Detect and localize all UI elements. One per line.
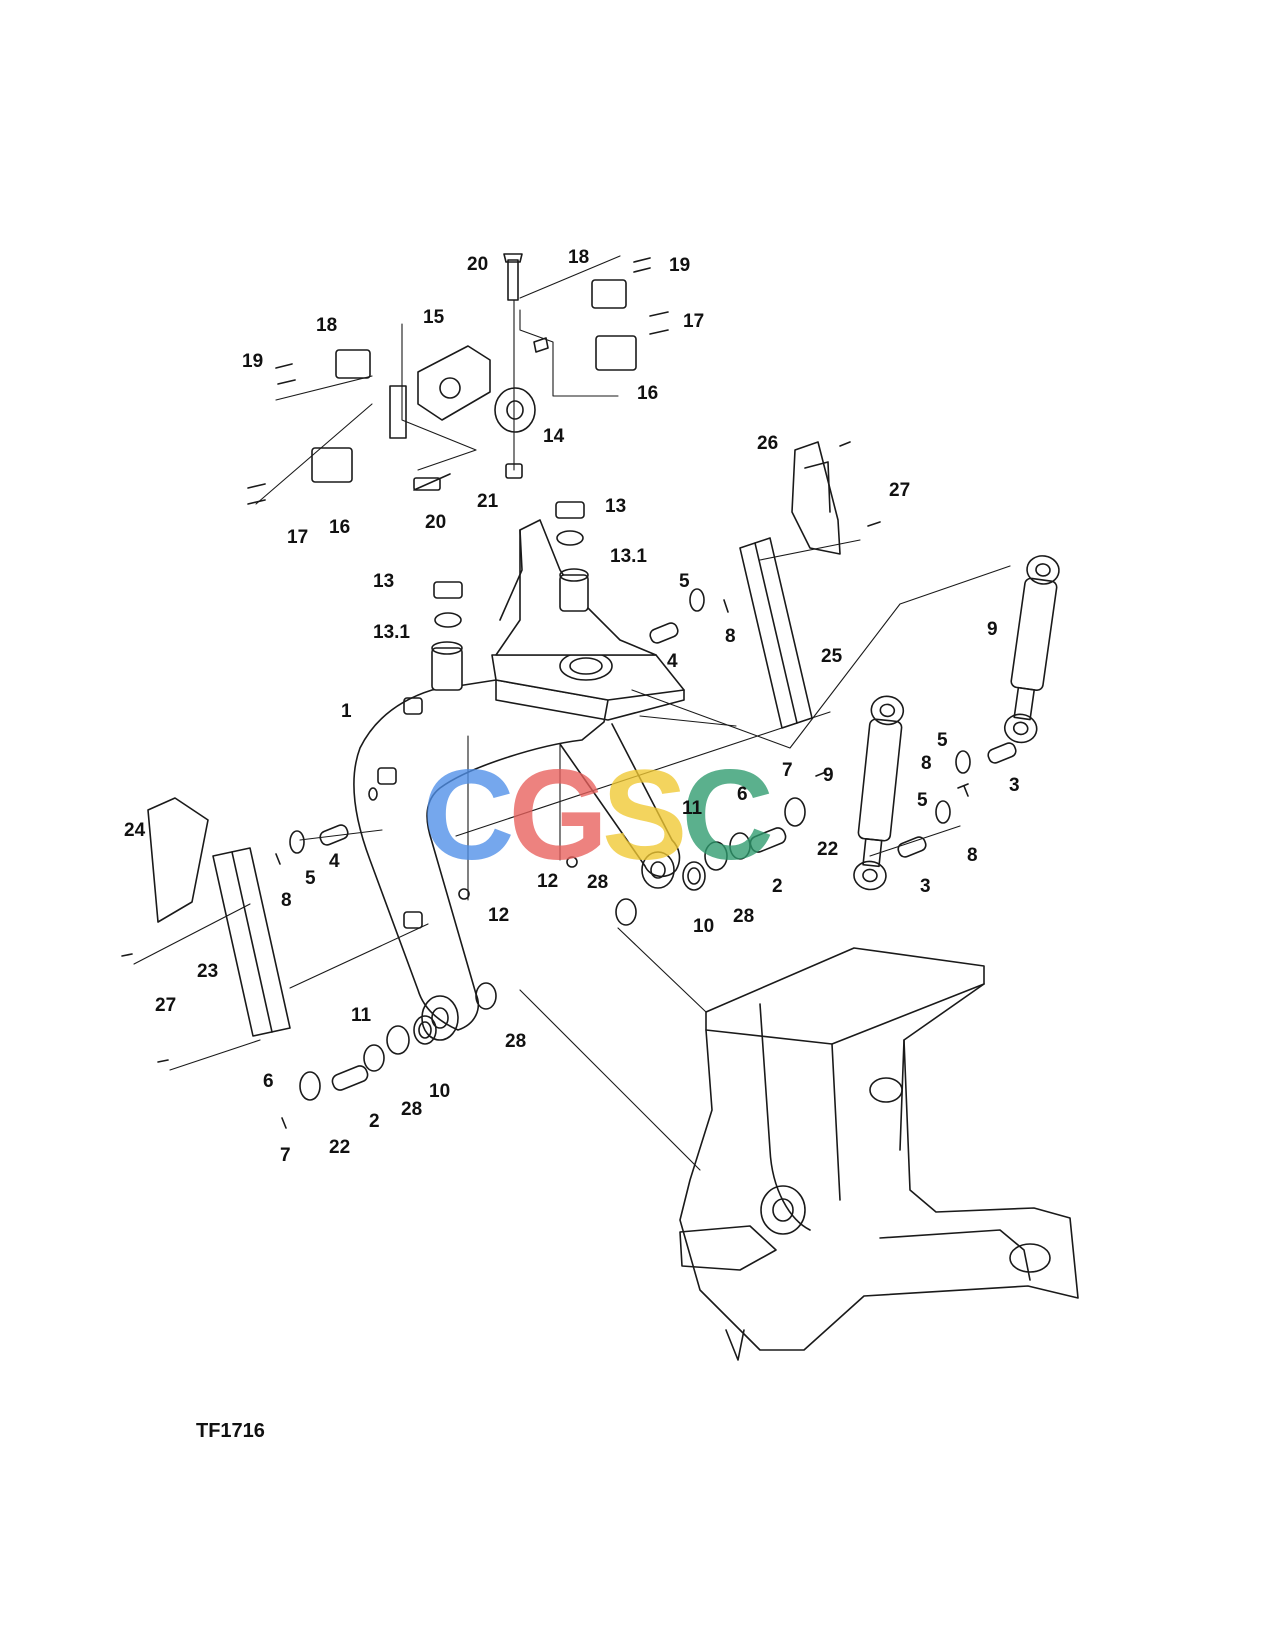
callout-20: 20: [425, 512, 447, 533]
pins-bushes-rings: [289, 588, 1017, 1101]
callout-5: 5: [937, 730, 948, 751]
callout-22: 22: [329, 1137, 351, 1158]
watermark-letter-2: G: [508, 744, 608, 887]
callout-3: 3: [1009, 775, 1020, 796]
callout-8: 8: [281, 890, 292, 911]
callout-5: 5: [917, 790, 928, 811]
callout-19: 19: [669, 255, 691, 276]
callout-10: 10: [693, 916, 715, 937]
callout-5: 5: [305, 868, 316, 889]
callout-11: 11: [351, 1005, 372, 1026]
callout-13: 13: [373, 571, 395, 592]
callout-23: 23: [197, 961, 219, 982]
callout-8: 8: [921, 753, 932, 774]
cgsc-watermark: CGSC: [422, 744, 774, 887]
callout-28: 28: [587, 872, 609, 893]
callout-13: 13: [605, 496, 627, 517]
callout-16: 16: [637, 383, 659, 404]
callout-17: 17: [287, 527, 309, 548]
callout-19: 19: [242, 351, 264, 372]
callout-13-1: 13.1: [373, 622, 410, 643]
callout-8: 8: [725, 626, 736, 647]
watermark-letter-1: C: [422, 744, 514, 887]
screws-and-fittings: [121, 257, 969, 1129]
callout-1: 1: [341, 701, 352, 722]
callout-24: 24: [124, 820, 146, 841]
callout-6: 6: [737, 784, 748, 805]
tipping-link-assembly: [311, 253, 637, 491]
callout-9: 9: [987, 619, 998, 640]
callout-2: 2: [369, 1111, 380, 1132]
callout-11: 11: [682, 798, 703, 819]
callout-27: 27: [155, 995, 177, 1016]
watermark-letter-4: C: [681, 744, 773, 887]
callout-18: 18: [316, 315, 338, 336]
callout-7: 7: [280, 1145, 291, 1166]
callout-15: 15: [423, 307, 445, 328]
callout-4: 4: [329, 851, 340, 872]
callout-5: 5: [679, 571, 690, 592]
assembly-leader-lines: [133, 255, 1011, 1171]
callout-20: 20: [467, 254, 489, 275]
callout-14: 14: [543, 426, 565, 447]
callout-16: 16: [329, 517, 351, 538]
watermark-letter-3: S: [602, 744, 687, 887]
callout-12: 12: [488, 905, 510, 926]
callout-18: 18: [568, 247, 590, 268]
callout-28: 28: [733, 906, 755, 927]
callout-10: 10: [429, 1081, 451, 1102]
callout-4: 4: [667, 651, 678, 672]
callout-21: 21: [477, 491, 499, 512]
chassis-front-frame: [679, 947, 1079, 1361]
callout-13-1: 13.1: [610, 546, 647, 567]
hydraulic-cylinders: [853, 555, 1060, 891]
callout-9: 9: [823, 765, 834, 786]
figure-reference-code: TF1716: [196, 1420, 265, 1442]
callout-7: 7: [782, 760, 793, 781]
callout-12: 12: [537, 871, 559, 892]
callout-6: 6: [263, 1071, 274, 1092]
callout-28: 28: [505, 1031, 527, 1052]
callout-17: 17: [683, 311, 705, 332]
callout-22: 22: [817, 839, 839, 860]
loader-arm-frame: [353, 519, 685, 1041]
guard-plates: [147, 441, 841, 1037]
callout-25: 25: [821, 646, 843, 667]
callout-3: 3: [920, 876, 931, 897]
callout-28: 28: [401, 1099, 423, 1120]
callout-26: 26: [757, 433, 779, 454]
callout-8: 8: [967, 845, 978, 866]
callout-2: 2: [772, 876, 783, 897]
callout-27: 27: [889, 480, 911, 501]
